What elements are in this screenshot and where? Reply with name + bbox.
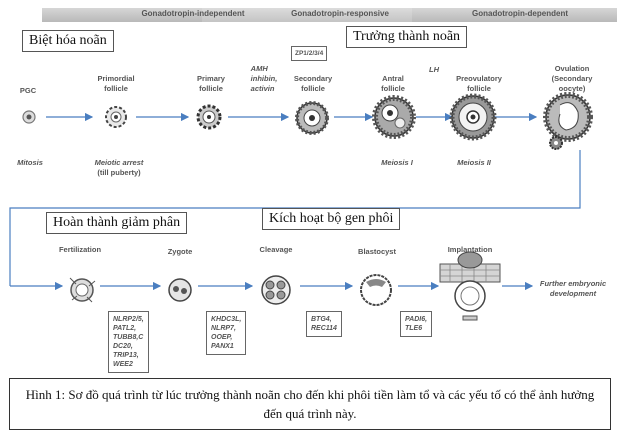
gene-name: TUBB8,C <box>113 334 144 341</box>
stage-bar-independent <box>42 8 202 22</box>
factor-lh: LH <box>429 65 439 74</box>
stage-label-line: Primordial <box>97 74 135 83</box>
stage-bar-dependent <box>412 8 617 22</box>
antral-follicle-icon <box>372 95 416 139</box>
gene-box-zygote: KHDC3L, NLRP7, OOEP, PANX1 <box>206 311 247 355</box>
factor-line: inhibin, <box>250 74 278 83</box>
viet-label-embryo-gene-activation: Kích hoạt bộ gen phôi <box>262 208 401 230</box>
gene-name: WEE2 <box>113 361 133 368</box>
stage-label-line: Preovulatory <box>456 74 502 83</box>
stage-label-line: follicle <box>467 84 491 93</box>
gene-name: KHDC3L, <box>211 316 242 323</box>
stage-bar-responsive <box>202 8 412 22</box>
division-line: Meiotic arrest <box>94 158 144 167</box>
viet-label-meiosis-completion: Hoàn thành giảm phân <box>46 212 188 234</box>
stage-bar-label: Gonadotropin-responsive <box>291 9 389 18</box>
factor-amh: AMH inhibin, activin <box>251 64 278 94</box>
primary-follicle-icon <box>196 104 222 130</box>
stage-label-implantation: Implantation <box>447 245 493 254</box>
gene-name: TRIP13, <box>113 352 139 359</box>
stage-label-line: Primary <box>197 74 225 83</box>
stage-label-zygote: Zygote <box>167 247 193 256</box>
gene-box-blastocyst: PADI6, TLE6 <box>400 311 433 337</box>
factor-zp-box: ZP1/2/3/4 <box>291 46 328 61</box>
gene-box-fertilization: NLRP2/5, PATL2, TUBB8,C DC20, TRIP13, WE… <box>108 311 149 373</box>
stage-label-line: follicle <box>381 84 405 93</box>
stage-bar-label: Gonadotropin-dependent <box>472 9 568 18</box>
gene-box-cleavage: BTG4, REC114 <box>306 311 342 337</box>
viet-label-oocyte-maturation: Trưởng thành noãn <box>346 26 468 48</box>
gene-name: REC114 <box>311 325 337 332</box>
stage-label-line: Secondary <box>293 74 333 83</box>
division-meiosis-2: Meiosis II <box>457 158 491 167</box>
stage-label-cleavage: Cleavage <box>259 245 293 254</box>
stage-label-line: development <box>549 289 597 298</box>
stage-label-pgc: PGC <box>19 86 37 95</box>
stage-label-preovulatory: Preovulatory follicle <box>456 74 502 94</box>
stage-label-line: follicle <box>104 84 128 93</box>
pgc-cell-icon <box>22 110 36 124</box>
gene-name: TLE6 <box>405 325 423 332</box>
stage-label-line: follicle <box>199 84 223 93</box>
gene-name: OOEP, <box>211 334 233 341</box>
division-meiosis-1: Meiosis I <box>381 158 413 167</box>
division-meiotic-arrest: Meiotic arrest (till puberty) <box>95 158 144 178</box>
secondary-follicle-icon <box>295 101 329 135</box>
gene-name: BTG4, <box>311 316 332 323</box>
gene-name: PANX1 <box>211 343 234 350</box>
stage-label-antral: Antral follicle <box>381 74 405 94</box>
stage-label-line: Antral <box>382 74 404 83</box>
blastocyst-icon <box>360 274 392 306</box>
stage-label-fertilization: Fertilization <box>58 245 102 254</box>
stage-label-line: (Secondary <box>551 74 593 83</box>
figure-caption: Hình 1: Sơ đồ quá trình từ lúc trưởng th… <box>9 378 611 430</box>
stage-label-line: follicle <box>301 84 325 93</box>
factor-line: AMH <box>250 64 268 73</box>
gene-name: DC20, <box>113 343 133 350</box>
gene-name: PADI6, <box>405 316 428 323</box>
stage-label-secondary: Secondary follicle <box>294 74 332 94</box>
gene-name: NLRP2/5, <box>113 316 144 323</box>
stage-label-ovulation: Ovulation (Secondary oocyte) <box>552 64 593 94</box>
cleavage-icon <box>261 275 291 305</box>
zygote-icon <box>168 278 192 302</box>
primordial-follicle-icon <box>105 106 127 128</box>
gene-name: PATL2, <box>113 325 137 332</box>
stage-label-line: Further embryonic <box>539 279 607 288</box>
implantation-icon <box>439 251 501 321</box>
stage-label-further-development: Further embryonic development <box>540 279 606 299</box>
stage-label-blastocyst: Blastocyst <box>358 247 396 256</box>
stage-label-primary: Primary follicle <box>197 74 225 94</box>
stage-label-line: Ovulation <box>554 64 590 73</box>
fertilization-icon <box>69 277 96 303</box>
stage-label-line: oocyte) <box>558 84 586 93</box>
division-mitosis: Mitosis <box>17 158 43 167</box>
factor-line: activin <box>250 84 275 93</box>
stage-bar-label: Gonadotropin-independent <box>141 9 245 18</box>
ovulation-icon <box>543 92 593 150</box>
stage-label-primordial: Primordial follicle <box>97 74 134 94</box>
gene-name: NLRP7, <box>211 325 236 332</box>
division-line: (till puberty) <box>97 168 141 177</box>
preovulatory-follicle-icon <box>449 93 497 141</box>
viet-label-oocyte-differentiation: Biệt hóa noãn <box>22 30 114 52</box>
